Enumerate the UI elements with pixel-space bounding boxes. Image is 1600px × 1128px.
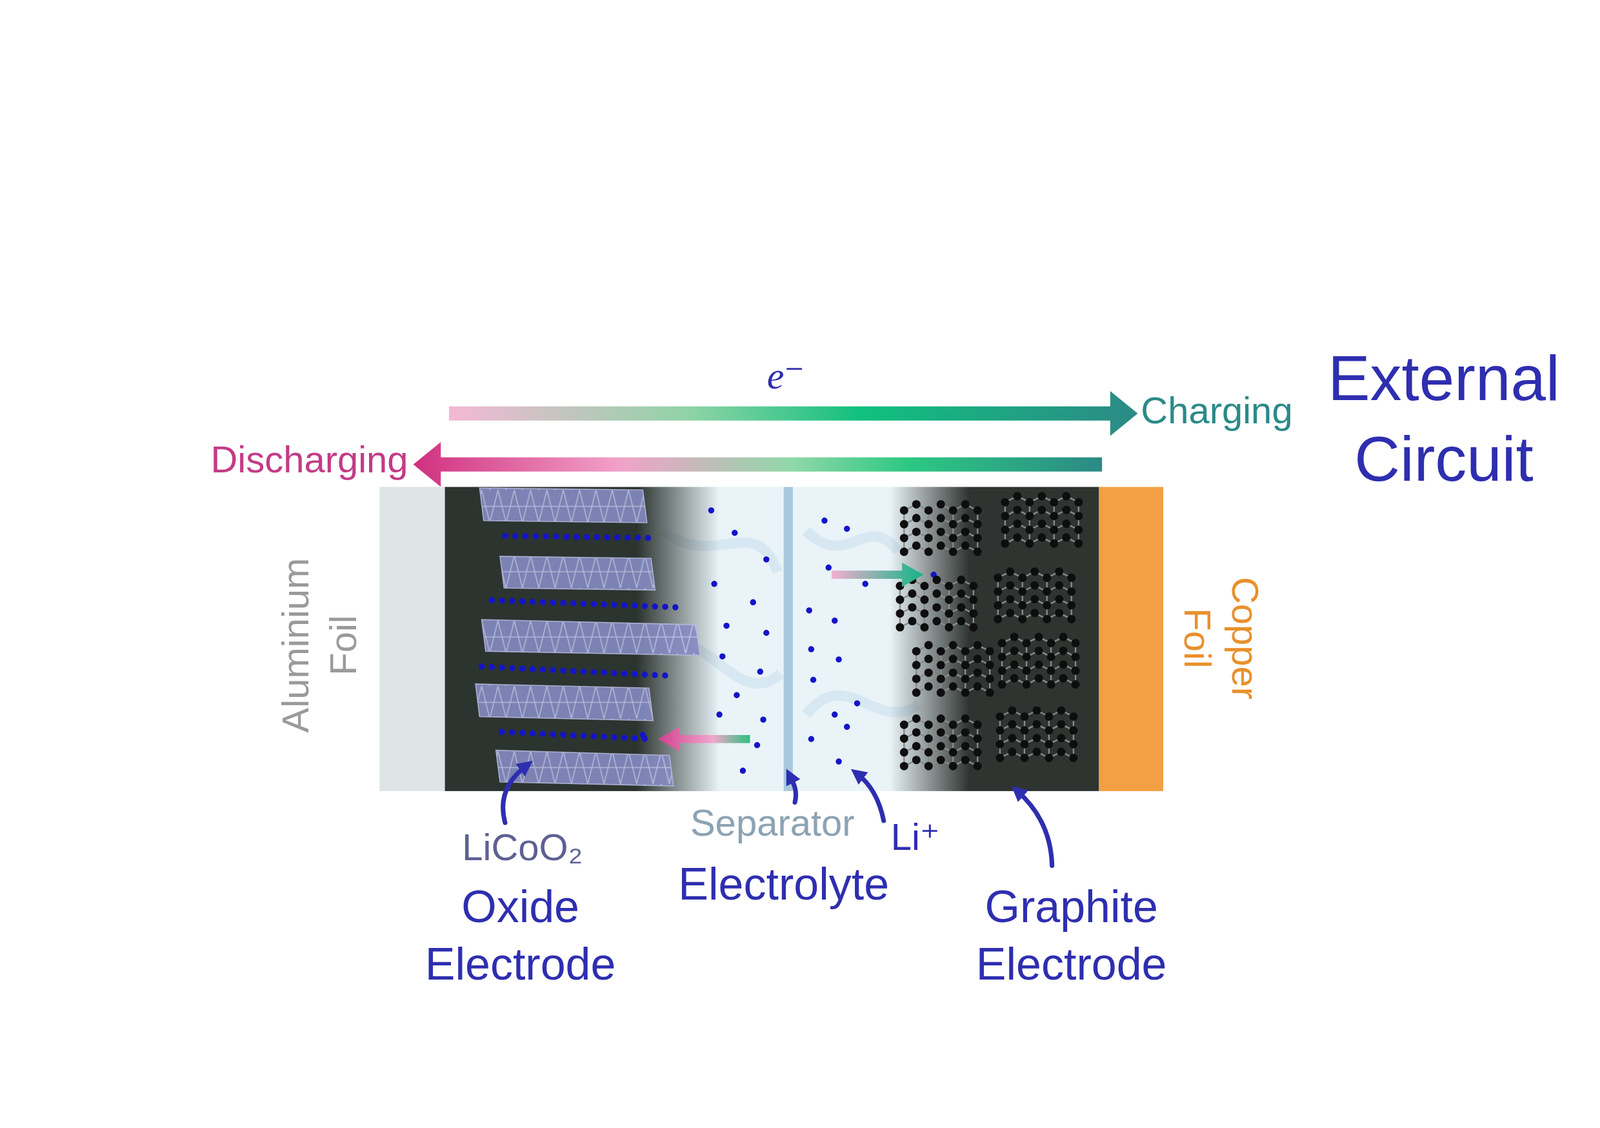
leader-line: [789, 775, 796, 802]
foil-label: Aluminium Foil: [271, 548, 367, 742]
graphite-stack: [903, 503, 978, 552]
circuit-heading: External Circuit: [1308, 338, 1580, 499]
graphite-stack: [1005, 496, 1079, 544]
oxide-layer: [481, 619, 700, 655]
electrolyte-label: Electrolyte: [678, 854, 890, 913]
charging-ion-arrow: [831, 562, 924, 588]
leader-line: [1017, 790, 1053, 866]
oxide-layer: [500, 556, 655, 590]
lithium-ions: [642, 510, 934, 771]
aluminium-foil: [379, 487, 445, 791]
graphite-stack: [998, 571, 1072, 620]
graphite-stack: [1001, 636, 1076, 685]
separator: [783, 487, 793, 791]
leader-line: [503, 765, 527, 823]
separator-label: Separator: [690, 798, 855, 847]
discharging-label: Discharging: [210, 435, 408, 484]
electrode-label: Graphite Electrode: [965, 878, 1179, 993]
graphite-electrode-ground: [889, 487, 1099, 791]
graphite-stack: [903, 718, 978, 767]
charging-arrow: [449, 390, 1139, 437]
electrolyte-region: [379, 487, 1164, 791]
electrode-label: Oxide Electrode: [414, 878, 628, 993]
copper-foil: [1098, 487, 1164, 791]
foil-label: Copper Foil: [1174, 567, 1270, 710]
formula-label: LiCoO₂: [461, 823, 583, 871]
graphite-stack: [900, 580, 974, 628]
lithium-ions: [481, 536, 679, 740]
oxide-layer: [479, 487, 647, 523]
electron-label: e⁻: [767, 350, 805, 400]
ion-label: Li⁺: [890, 812, 940, 861]
graphite-stack: [1000, 710, 1074, 759]
oxide-layer: [475, 683, 653, 721]
discharging-arrow: [413, 441, 1103, 488]
graphite-stack: [916, 645, 990, 693]
discharging-ion-arrow: [658, 726, 750, 751]
charging-label: Charging: [1140, 386, 1293, 435]
leader-line: [857, 773, 884, 821]
